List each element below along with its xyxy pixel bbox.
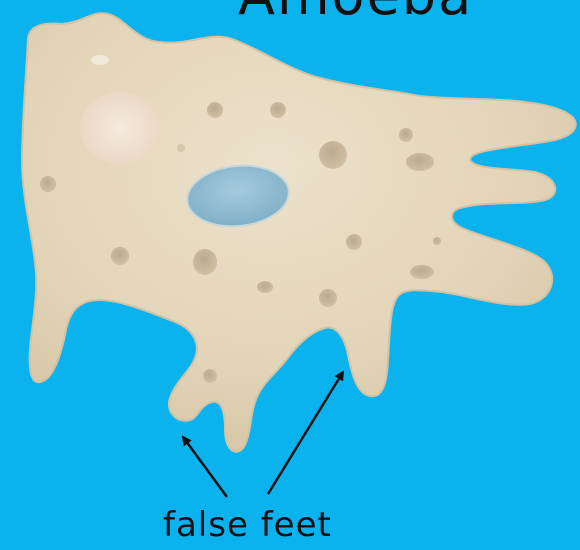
amoeba-body xyxy=(22,13,576,452)
false-feet-label: false feet xyxy=(163,503,403,547)
nucleus xyxy=(80,92,160,164)
arrow-to-left-foot xyxy=(183,437,227,497)
diagram-title: Amoeba xyxy=(238,0,518,26)
arrow-to-right-foot xyxy=(268,372,343,494)
